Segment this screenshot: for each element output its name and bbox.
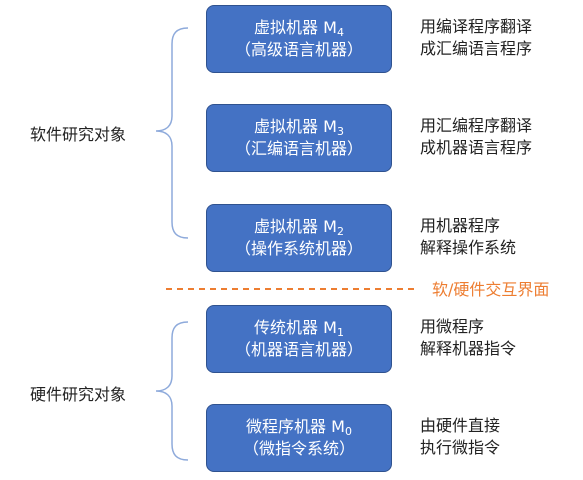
machine-desc-m2: 用机器程序 解释操作系统 [420, 215, 516, 259]
machine-kind: （汇编语言机器） [234, 139, 363, 158]
machine-desc-m3: 用汇编程序翻译 成机器语言程序 [420, 115, 532, 159]
machine-box-m1: 传统机器 M1 （机器语言机器） [206, 305, 392, 373]
machine-box-m3: 虚拟机器 M3 （汇编语言机器） [206, 104, 392, 172]
machine-desc-m0: 由硬件直接 执行微指令 [420, 415, 500, 459]
machine-box-m4: 虚拟机器 M4 （高级语言机器） [206, 5, 392, 73]
hardware-brace [155, 321, 189, 461]
machine-name: 微程序机器 M [246, 417, 345, 436]
software-label: 软件研究对象 [30, 125, 127, 144]
desc-line: 解释操作系统 [420, 238, 517, 257]
desc-line: 成汇编语言程序 [420, 39, 533, 58]
interface-label: 软/硬件交互界面 [432, 280, 550, 299]
machine-name: 虚拟机器 M [254, 117, 337, 136]
machine-desc-m1: 用微程序 解释机器指令 [420, 316, 516, 360]
machine-kind: （高级语言机器） [234, 40, 363, 59]
desc-line: 用微程序 [420, 317, 485, 336]
machine-box-m2: 虚拟机器 M2 （操作系统机器） [206, 204, 392, 272]
machine-level: 1 [336, 326, 344, 339]
machine-desc-m4: 用编译程序翻译 成汇编语言程序 [420, 16, 532, 60]
machine-box-m0: 微程序机器 M0 （微指令系统） [206, 404, 392, 472]
desc-line: 用编译程序翻译 [420, 17, 533, 36]
desc-line: 用汇编程序翻译 [420, 116, 533, 135]
desc-line: 解释机器指令 [420, 339, 517, 358]
machine-level: 4 [336, 26, 344, 39]
desc-line: 执行微指令 [420, 438, 501, 457]
machine-kind: （微指令系统） [242, 439, 355, 458]
machine-level: 3 [336, 125, 344, 138]
software-brace [155, 27, 189, 239]
desc-line: 由硬件直接 [420, 416, 501, 435]
machine-name: 传统机器 M [254, 318, 337, 337]
machine-level: 0 [344, 425, 352, 438]
desc-line: 用机器程序 [420, 216, 501, 235]
machine-kind: （操作系统机器） [234, 239, 363, 258]
machine-name: 虚拟机器 M [254, 18, 337, 37]
machine-name: 虚拟机器 M [254, 217, 337, 236]
hardware-label: 硬件研究对象 [30, 385, 127, 404]
machine-level: 2 [336, 225, 344, 238]
desc-line: 成机器语言程序 [420, 138, 533, 157]
machine-kind: （机器语言机器） [234, 340, 363, 359]
